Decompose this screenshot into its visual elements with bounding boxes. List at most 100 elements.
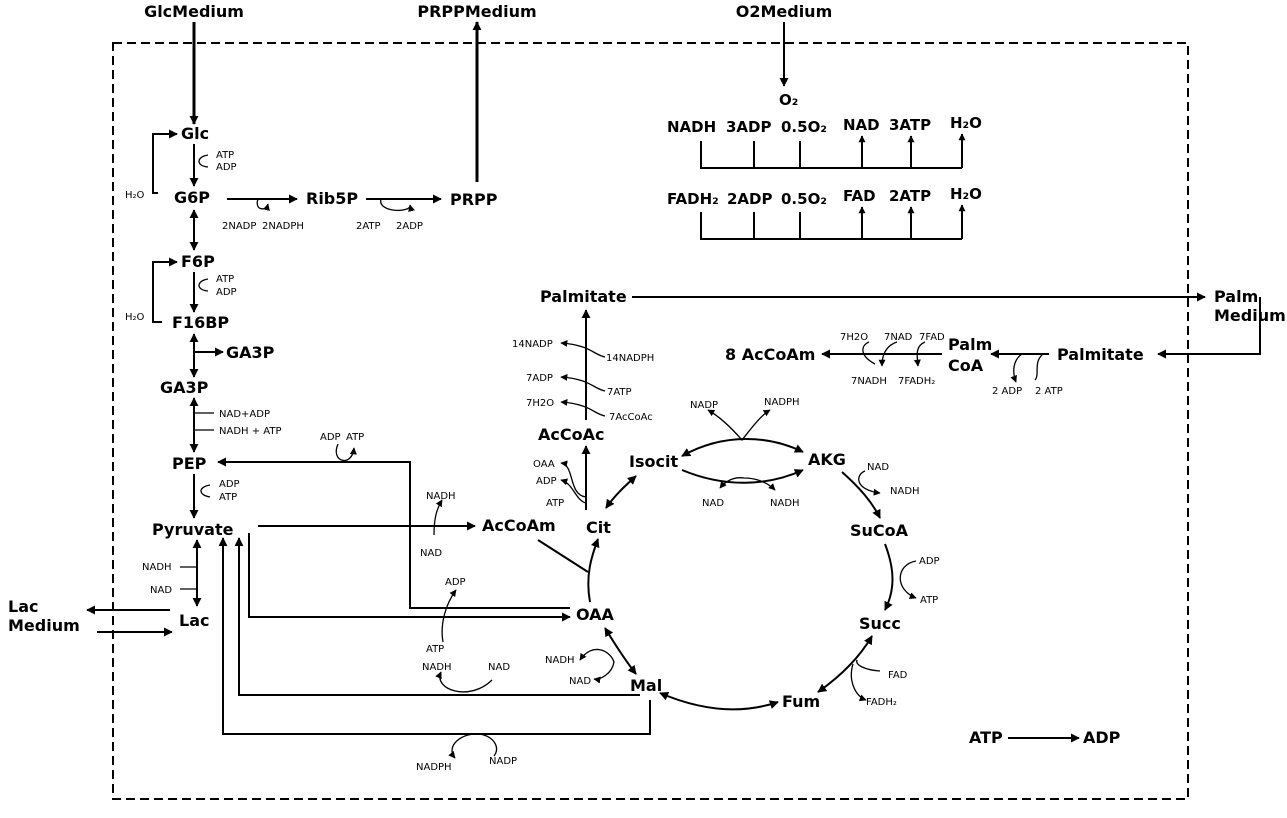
prpp-atp: 2ATP xyxy=(356,221,381,232)
akg-node: AKG xyxy=(808,450,846,469)
acl-oaa-curve xyxy=(560,460,587,498)
rib5p-node: Rib5P xyxy=(306,189,358,208)
pk-adp: ADP xyxy=(219,479,240,490)
idh-nadph: NADPH xyxy=(764,397,800,408)
acs-adp: 2 ADP xyxy=(992,386,1022,397)
palmitate-uptake-arrow xyxy=(1157,297,1261,359)
beta-fad-curve xyxy=(913,341,926,367)
oxphos-o2-a: 0.5O₂ xyxy=(781,118,827,136)
beta-h2o: 7H2O xyxy=(840,332,868,343)
pc-cofactor-curve xyxy=(441,589,457,643)
scs-cofactor-curve xyxy=(899,560,917,600)
scs-atp: ATP xyxy=(920,595,938,606)
g6pase-arrow xyxy=(152,129,178,194)
hk-adp: ADP xyxy=(216,162,237,173)
oaa-node: OAA xyxy=(576,605,615,624)
mdh2-nadh: NADH xyxy=(422,662,452,673)
prpp-node: PRPP xyxy=(450,190,498,209)
scs-arrow xyxy=(884,543,894,611)
beta-fadh2: 7FADH₂ xyxy=(898,376,935,387)
fas-nadph: 14NADPH xyxy=(606,353,654,364)
sdh-fad: FAD xyxy=(888,670,908,681)
cell-boundary xyxy=(112,42,1189,800)
akgdh-nadh: NADH xyxy=(890,486,920,497)
idh-nadp-cofactor-curve xyxy=(707,409,771,442)
fas-nadp: 14NADP xyxy=(512,339,553,350)
fum-node: Fum xyxy=(782,692,820,711)
me-nadph: NADPH xyxy=(416,762,452,773)
acl-oaa: OAA xyxy=(533,459,555,470)
acs-adp-curve xyxy=(1010,353,1023,383)
malic-enzyme-nad-arrow xyxy=(234,537,640,696)
fas-nadph-curve xyxy=(560,339,606,358)
acl-atp: ATP xyxy=(546,498,564,509)
beta-nadh: 7NADH xyxy=(851,376,887,387)
ppp-nadp: 2NADP xyxy=(222,221,256,232)
oxphos-2adp: 2ADP xyxy=(727,190,773,208)
pk-atp: ATP xyxy=(219,492,237,503)
citrate-synthase-arrow xyxy=(587,538,600,603)
mdh-nadh: NADH xyxy=(545,655,575,666)
ldh-nadh: NADH xyxy=(142,562,172,573)
acl-adp: ADP xyxy=(536,476,557,487)
gapdh-cofactor-ticks xyxy=(194,412,214,431)
f16bp-node: F16BP xyxy=(172,313,229,332)
oxphos-fadh2: FADH₂ xyxy=(667,190,719,208)
idh-nad: NAD xyxy=(702,498,724,509)
cit-node: Cit xyxy=(586,518,611,537)
oxphos-3adp: 3ADP xyxy=(726,118,772,136)
glc-node: Glc xyxy=(181,124,209,143)
akgdh-cofactor-curve xyxy=(858,470,881,496)
sucoa-node: SuCoA xyxy=(850,521,909,540)
idh-nadh: NADH xyxy=(770,498,800,509)
mdh-nad: NAD xyxy=(569,676,591,687)
fumarase-arrow xyxy=(659,692,779,711)
acs-atp: 2 ATP xyxy=(1035,386,1063,397)
pdh-cofactor-curve xyxy=(433,499,443,536)
pyruvate-node: Pyruvate xyxy=(152,520,234,539)
ppp-cofactor-curve xyxy=(256,198,270,211)
acl-adp-curve xyxy=(560,478,587,504)
fas-h2o: 7H2O xyxy=(526,398,554,409)
oxphos-fad: FAD xyxy=(843,187,876,205)
g6pase-h2o: H₂O xyxy=(125,190,145,201)
mdh2-nad: NAD xyxy=(488,662,510,673)
mal-node: Mal xyxy=(630,676,662,695)
idh-nad-cofactor-curve xyxy=(719,477,776,491)
pc-adp: ADP xyxy=(445,577,466,588)
pepck-adp: ADP xyxy=(320,432,341,443)
isocit-node: Isocit xyxy=(629,452,678,471)
atp-maintenance-adp: ADP xyxy=(1083,728,1121,747)
idh-nadp-arrow xyxy=(681,438,804,457)
atp-maintenance-atp: ATP xyxy=(969,728,1003,747)
fbpase-h2o: H₂O xyxy=(125,312,145,323)
sdh-fadh2: FADH₂ xyxy=(866,697,897,708)
fas-atp: 7ATP xyxy=(607,387,632,398)
beta-fad: 7FAD xyxy=(919,332,945,343)
beta-h2o-curve xyxy=(862,341,876,365)
nadh-oxidation-bracket xyxy=(700,141,962,169)
prpp-adp: 2ADP xyxy=(396,221,423,232)
pepck-arrow xyxy=(217,457,570,609)
scs-adp: ADP xyxy=(919,556,940,567)
palm-medium-label-2: Medium xyxy=(1214,306,1286,325)
sdh-cofactor-curve xyxy=(850,659,881,700)
fbpase-arrow xyxy=(152,257,178,323)
acs-atp-curve xyxy=(1034,353,1044,381)
accoam-node: AcCoAm xyxy=(482,516,556,535)
pc-atp: ATP xyxy=(426,644,444,655)
mdh2-cofactor-curve xyxy=(435,671,493,693)
akgdh-arrow xyxy=(841,471,881,519)
oxphos-h2o-a: H₂O xyxy=(950,114,982,132)
pep-node: PEP xyxy=(172,454,207,473)
pfk-adp: ADP xyxy=(216,287,237,298)
oxphos-nad: NAD xyxy=(843,116,880,134)
palmitate-right-node: Palmitate xyxy=(1057,345,1144,364)
aconitase-arrow xyxy=(605,475,637,509)
ldh-nad: NAD xyxy=(150,585,172,596)
palm-medium-label-1: Palm xyxy=(1214,287,1258,306)
pepck-atp: ATP xyxy=(346,432,364,443)
idh-nadp: NADP xyxy=(690,400,718,411)
fas-accoac-curve xyxy=(560,398,606,417)
